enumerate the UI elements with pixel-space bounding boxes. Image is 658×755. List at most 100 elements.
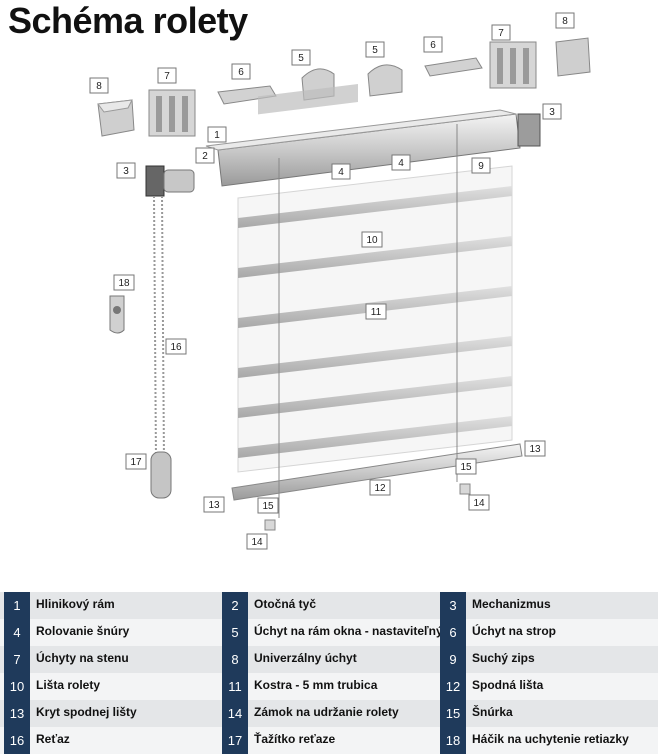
legend-number: 7 bbox=[4, 646, 30, 673]
legend-number: 18 bbox=[440, 727, 466, 754]
legend-number: 16 bbox=[4, 727, 30, 754]
legend-item: 2 Otočná tyč bbox=[222, 592, 432, 619]
legend-item: 11 Kostra - 5 mm trubica bbox=[222, 673, 432, 700]
callout-2: 2 bbox=[195, 147, 215, 164]
callout-5-left: 5 bbox=[291, 49, 311, 66]
callout-4-right: 4 bbox=[391, 154, 411, 171]
legend-label: Háčik na uchytenie retiazky bbox=[472, 732, 629, 746]
roller-blind-diagram: 8 7 6 5 5 6 7 8 1 2 3 3 4 4 9 10 11 12 1… bbox=[89, 12, 591, 550]
legend-label: Reťaz bbox=[36, 732, 70, 746]
callout-label: 11 bbox=[371, 307, 382, 318]
bracket-8-right bbox=[555, 37, 591, 77]
callout-label: 9 bbox=[478, 161, 484, 172]
legend-label: Otočná tyč bbox=[254, 597, 317, 611]
legend-label: Šnúrka bbox=[472, 705, 513, 719]
legend-label: Lišta rolety bbox=[36, 678, 101, 692]
callout-label: 1 bbox=[214, 130, 220, 141]
chain-hook bbox=[109, 295, 125, 334]
chain-weight bbox=[150, 451, 172, 499]
legend-number: 9 bbox=[440, 646, 466, 673]
callout-15-left: 15 bbox=[257, 497, 279, 514]
bracket-7-left bbox=[148, 89, 196, 137]
legend-number: 5 bbox=[222, 619, 248, 646]
callout-label: 15 bbox=[460, 462, 472, 473]
callout-label: 17 bbox=[130, 457, 142, 468]
callout-label: 7 bbox=[164, 71, 170, 82]
bottom-rail bbox=[231, 443, 523, 501]
bracket-6-right bbox=[424, 57, 483, 77]
bracket-5-right bbox=[367, 64, 403, 97]
callout-18: 18 bbox=[113, 274, 135, 291]
legend-number: 6 bbox=[440, 619, 466, 646]
callout-3-right: 3 bbox=[542, 103, 562, 120]
page-title: Schéma rolety bbox=[8, 0, 248, 41]
legend-number: 1 bbox=[4, 592, 30, 619]
callout-13-left: 13 bbox=[203, 496, 225, 513]
callout-1: 1 bbox=[207, 126, 227, 143]
callout-8-left: 8 bbox=[89, 77, 109, 94]
legend-label: Kostra - 5 mm trubica bbox=[254, 678, 378, 692]
legend-number: 13 bbox=[4, 700, 30, 727]
callout-label: 13 bbox=[529, 444, 541, 455]
callout-label: 10 bbox=[366, 235, 378, 246]
legend-label: Ťažítko reťaze bbox=[254, 732, 336, 746]
mechanism-left bbox=[145, 165, 195, 197]
callout-3-left: 3 bbox=[116, 162, 136, 179]
legend-number: 3 bbox=[440, 592, 466, 619]
callout-15-right: 15 bbox=[455, 458, 477, 475]
legend-number: 4 bbox=[4, 619, 30, 646]
callout-label: 3 bbox=[123, 166, 129, 177]
legend-item: 13 Kryt spodnej lišty bbox=[4, 700, 214, 727]
callout-label: 15 bbox=[262, 501, 274, 512]
legend-label: Suchý zips bbox=[472, 651, 535, 665]
cord-lock-right bbox=[459, 483, 471, 495]
callout-label: 14 bbox=[473, 498, 485, 509]
callout-13-right: 13 bbox=[524, 440, 546, 457]
callout-label: 3 bbox=[549, 107, 555, 118]
callout-9: 9 bbox=[471, 157, 491, 174]
legend-label: Zámok na udržanie rolety bbox=[254, 705, 399, 719]
callout-label: 4 bbox=[398, 158, 404, 169]
callout-16: 16 bbox=[165, 338, 187, 355]
callout-8-right: 8 bbox=[555, 12, 575, 29]
bracket-7-right bbox=[489, 41, 537, 89]
callout-label: 16 bbox=[170, 342, 182, 353]
callout-6-right: 6 bbox=[423, 36, 443, 53]
callout-label: 7 bbox=[498, 28, 504, 39]
callout-label: 6 bbox=[238, 67, 244, 78]
legend-label: Kryt spodnej lišty bbox=[36, 705, 137, 719]
callout-label: 4 bbox=[338, 167, 344, 178]
headrail bbox=[205, 84, 521, 187]
callout-14-left: 14 bbox=[246, 533, 268, 550]
legend-item: 9 Suchý zips bbox=[440, 646, 654, 673]
legend-item: 15 Šnúrka bbox=[440, 700, 654, 727]
legend-number: 2 bbox=[222, 592, 248, 619]
bracket-8-left bbox=[97, 99, 135, 137]
legend-label: Úchyty na stenu bbox=[36, 651, 129, 665]
callout-label: 2 bbox=[202, 151, 208, 162]
callout-label: 13 bbox=[208, 500, 220, 511]
callout-14-right: 14 bbox=[468, 494, 490, 511]
callout-label: 14 bbox=[251, 537, 263, 548]
callout-12: 12 bbox=[369, 479, 391, 496]
legend-item: 16 Reťaz bbox=[4, 727, 214, 754]
legend-item: 6 Úchyt na strop bbox=[440, 619, 654, 646]
legend-number: 15 bbox=[440, 700, 466, 727]
callout-label: 8 bbox=[562, 16, 568, 27]
callout-label: 8 bbox=[96, 81, 102, 92]
legend-label: Úchyt na strop bbox=[472, 624, 557, 638]
callout-label: 12 bbox=[374, 483, 386, 494]
callout-label: 5 bbox=[298, 53, 304, 64]
legend-label: Mechanizmus bbox=[472, 597, 551, 611]
callout-label: 5 bbox=[372, 45, 378, 56]
legend-number: 11 bbox=[222, 673, 248, 700]
